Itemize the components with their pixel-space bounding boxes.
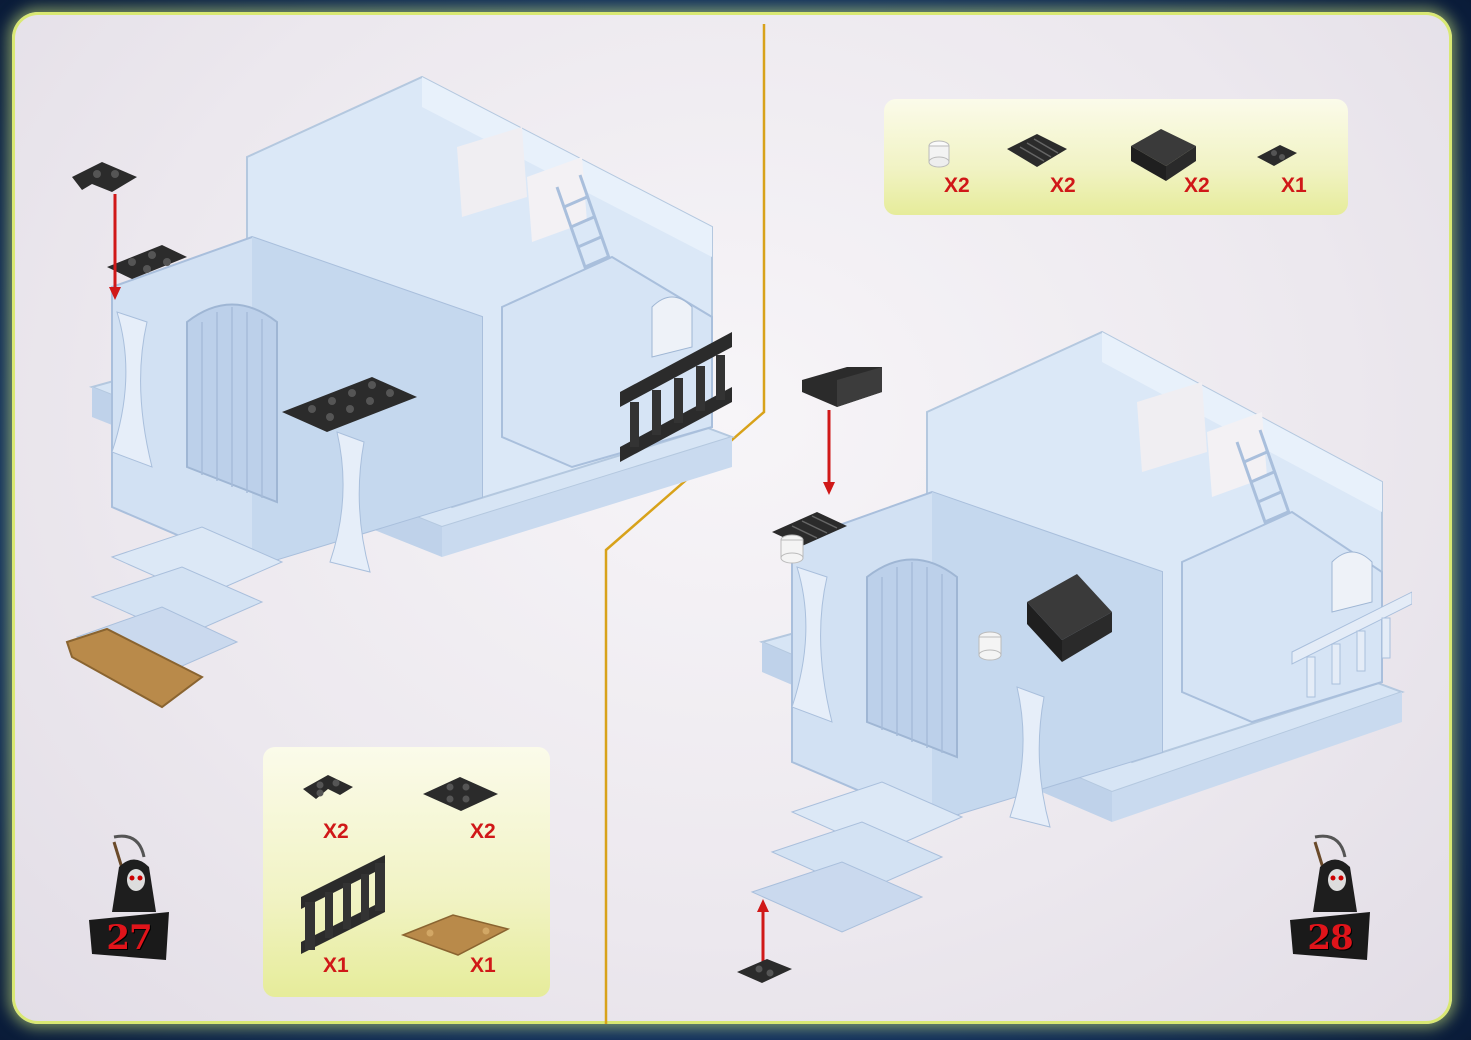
part-qty: X2 (1184, 174, 1210, 197)
black-grille-tile-icon (1007, 134, 1067, 167)
black-balustrade-fence-icon (301, 855, 385, 954)
grim-reaper-icon (89, 834, 169, 960)
step-27-model-image (65, 75, 736, 709)
step-28-insert-arrow-bottom (737, 899, 792, 983)
part-qty: X2 (1050, 174, 1076, 197)
part-qty: X1 (1281, 174, 1307, 197)
step-28-model-image (750, 330, 1412, 933)
step-number: 27 (106, 918, 152, 958)
part-qty: X2 (323, 820, 349, 843)
step-27-badge: 27 (84, 832, 174, 962)
step-27-insert-arrow (72, 162, 137, 300)
clear-round-brick-icon (928, 140, 950, 168)
part-qty: X1 (470, 954, 496, 977)
part-qty: X2 (944, 174, 970, 197)
black-slope-brick-icon (1131, 129, 1196, 181)
grim-reaper-icon (1290, 834, 1370, 960)
step-number: 28 (1307, 918, 1353, 958)
part-qty: X2 (470, 820, 496, 843)
tan-wedge-plate-icon (400, 914, 511, 956)
black-plate-1x2-icon (1257, 145, 1297, 166)
step-27-parts-list: X2 X2 X1 X1 (263, 747, 550, 997)
instruction-page: X2 X2 X1 X1 (12, 12, 1452, 1024)
black-plate-2x2-icon (423, 777, 498, 811)
step-28-parts-list: X2 X2 X2 X1 (884, 99, 1348, 215)
black-corner-plate-icon (303, 775, 353, 799)
step-28-insert-arrow-top (802, 367, 882, 495)
step-28-badge: 28 (1285, 832, 1375, 962)
part-qty: X1 (323, 954, 349, 977)
